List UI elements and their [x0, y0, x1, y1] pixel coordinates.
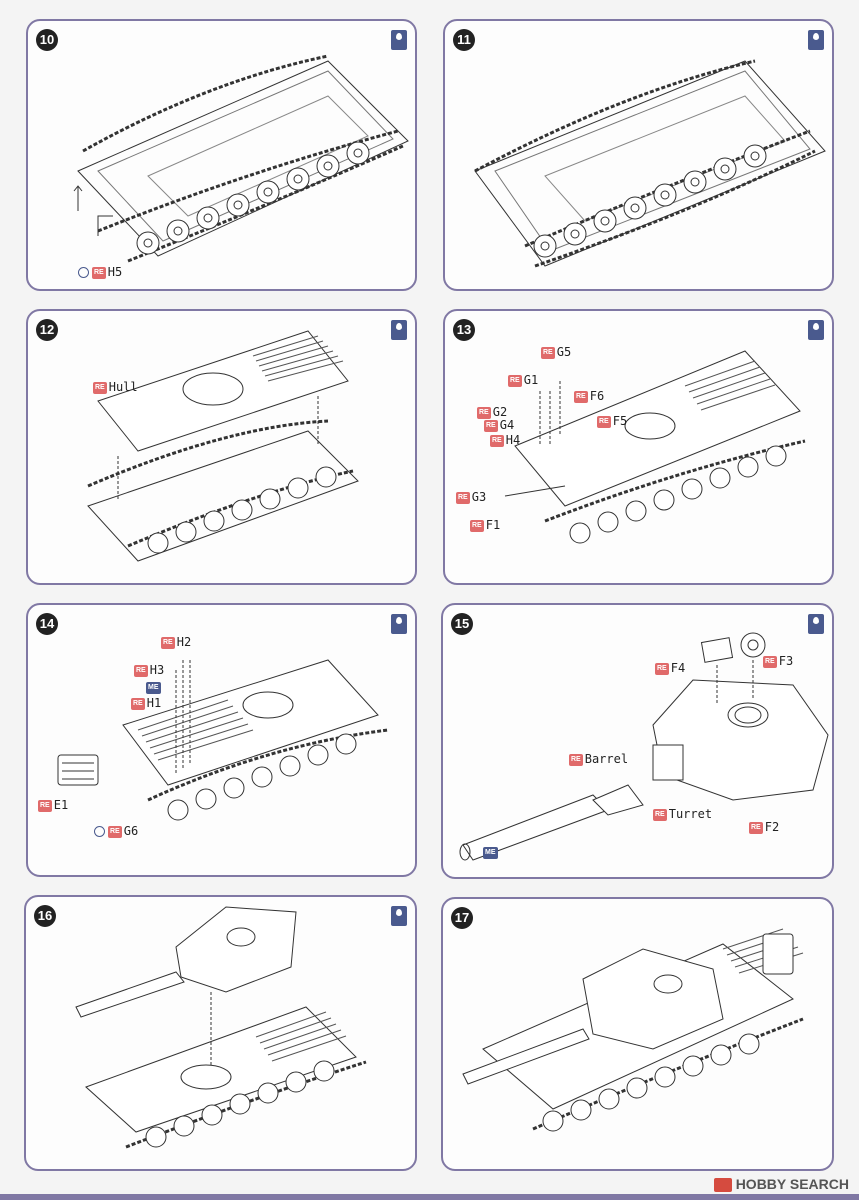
- resin-badge: RE: [92, 266, 106, 279]
- part-label-me-14: ME: [146, 680, 161, 694]
- cement-ring-icon: [78, 267, 89, 278]
- gel-glue-icon: [808, 614, 824, 634]
- rear-deck-drawing: [57, 659, 389, 821]
- step-number: 10: [36, 29, 58, 51]
- completed-tank-drawing: [462, 928, 804, 1132]
- hobby-search-logo-icon: [713, 1178, 732, 1192]
- hull-tracks-drawing: [73, 54, 409, 263]
- turret-drawing: [459, 632, 829, 861]
- step-number: 12: [36, 319, 58, 341]
- step-panel-16: 16: [24, 895, 417, 1171]
- step-number: 14: [36, 613, 58, 635]
- step-number: 17: [451, 907, 473, 929]
- step-number: 11: [453, 29, 475, 51]
- part-label-me-15: ME: [483, 845, 498, 859]
- page-bottom-bar: [0, 1194, 859, 1200]
- hull-tracks-drawing: [474, 59, 826, 268]
- gel-glue-icon: [391, 614, 407, 634]
- gel-glue-icon: [808, 30, 824, 50]
- hull-details-drawing: [504, 350, 806, 544]
- hull-upper-drawing: [87, 330, 359, 562]
- gel-glue-icon: [391, 30, 407, 50]
- cement-ring-icon: [94, 826, 105, 837]
- watermark: HOBBY SEARCH: [713, 1176, 849, 1192]
- step-panel-17: 17: [441, 897, 834, 1171]
- turret-mounting-drawing: [75, 906, 367, 1149]
- step-number: 15: [451, 613, 473, 635]
- resin-badge: RE: [93, 381, 107, 394]
- step-panel-11: 11: [443, 19, 834, 291]
- step-number: 16: [34, 905, 56, 927]
- gel-glue-icon: [391, 320, 407, 340]
- gel-glue-icon: [808, 320, 824, 340]
- gel-glue-icon: [391, 906, 407, 926]
- step-number: 13: [453, 319, 475, 341]
